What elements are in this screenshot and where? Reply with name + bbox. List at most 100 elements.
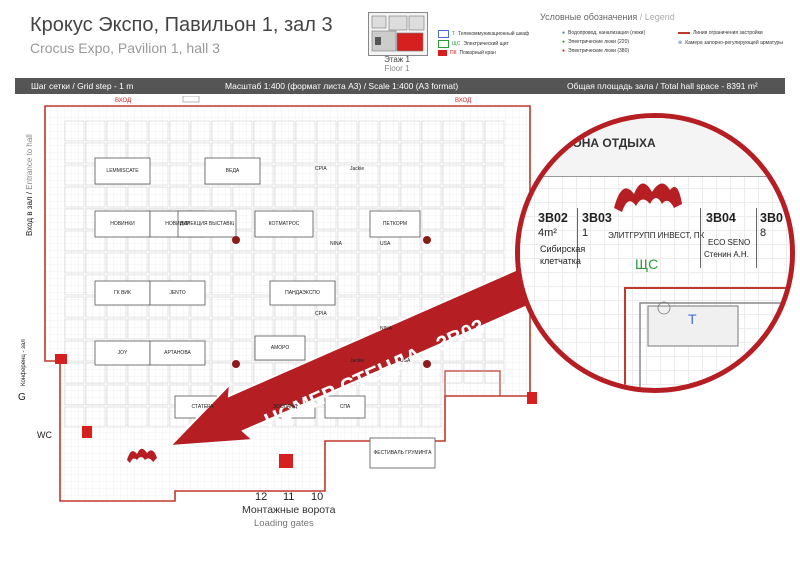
stand-cell xyxy=(442,186,463,208)
stand-cell xyxy=(169,252,190,274)
stand-cell xyxy=(64,164,85,186)
stand-cell xyxy=(358,120,379,142)
gate-number: 11 xyxy=(283,491,295,503)
stand-cell xyxy=(190,120,211,142)
stand-cell xyxy=(106,186,127,208)
stand-cell xyxy=(358,252,379,274)
fire-hydrant-marker xyxy=(55,354,67,364)
stand-cell xyxy=(64,186,85,208)
company-logo-small xyxy=(127,448,157,463)
fire-hydrant-marker xyxy=(279,454,293,468)
stand-cell xyxy=(421,230,442,252)
stand-cell xyxy=(148,142,169,164)
page-subtitle: Crocus Expo, Pavilion 1, hall 3 xyxy=(30,40,220,56)
stand-cell xyxy=(64,318,85,340)
electric-panel-symbol: ЩС xyxy=(635,256,659,272)
stand-cell xyxy=(400,164,421,186)
stand-cell xyxy=(253,186,274,208)
stand-cell xyxy=(379,120,400,142)
water-hatch-icon: ● xyxy=(562,30,566,36)
rest-area-label: ЗОНА ОТДЫХА xyxy=(565,136,656,150)
stand-cell xyxy=(358,164,379,186)
stand-cell xyxy=(316,142,337,164)
stand-cell xyxy=(127,384,148,406)
stand-cell xyxy=(484,340,505,362)
stand-code: 3В0 xyxy=(760,211,783,225)
stand-cell xyxy=(463,208,484,230)
stand-cell xyxy=(232,274,253,296)
stand-block xyxy=(204,157,261,185)
floor-thumbnail xyxy=(368,12,428,56)
stand-cell xyxy=(295,252,316,274)
floor-plan: ВХОД ВХОД Вход в зал / Entrance to hall … xyxy=(15,95,785,521)
stand-cell xyxy=(190,186,211,208)
stand-cell xyxy=(106,120,127,142)
highlighted-hall xyxy=(396,32,424,52)
stand-cell xyxy=(127,252,148,274)
stand-cell xyxy=(169,186,190,208)
stand-cell xyxy=(169,164,190,186)
stand-cell xyxy=(379,142,400,164)
stand-cell xyxy=(253,252,274,274)
stand-cell xyxy=(484,142,505,164)
stand-cell xyxy=(337,142,358,164)
stand-cell xyxy=(64,274,85,296)
stand-cell xyxy=(253,120,274,142)
stand-cell xyxy=(64,208,85,230)
stand-cell xyxy=(148,384,169,406)
stand-block xyxy=(324,395,366,419)
stand-block xyxy=(94,157,151,185)
side-entrance-label: Вход в зал / Entrance to hall xyxy=(25,134,34,236)
stand-cell xyxy=(442,362,463,384)
stand-cell xyxy=(211,296,232,318)
entrance-label: ВХОД xyxy=(115,98,132,104)
stand-cell xyxy=(463,120,484,142)
stand-cell xyxy=(421,120,442,142)
stand-block xyxy=(177,210,237,238)
legend-item: ● Водопровод, канализация (люки) xyxy=(562,30,646,36)
stand-cell xyxy=(232,318,253,340)
stand-cell xyxy=(463,164,484,186)
stand-cell xyxy=(64,142,85,164)
stand-cell xyxy=(484,164,505,186)
stand-cell xyxy=(148,120,169,142)
floor-plan-drawing xyxy=(44,95,541,502)
stand-cell xyxy=(442,230,463,252)
fire-hydrant-marker xyxy=(82,426,92,438)
stand-code: 3В04 xyxy=(706,211,736,225)
stand-cell xyxy=(211,362,232,384)
stand-cell xyxy=(379,186,400,208)
stand-cell xyxy=(274,120,295,142)
stand-cell xyxy=(400,384,421,406)
company-name: ЭЛИТГРУПП ИНВЕСТ, ПК xyxy=(608,231,705,240)
stand-cell xyxy=(64,296,85,318)
stand-cell xyxy=(190,252,211,274)
stand-cell xyxy=(148,252,169,274)
stand-cell xyxy=(190,318,211,340)
stand-cell xyxy=(127,120,148,142)
gate-number: 12 xyxy=(255,491,268,503)
stand-cell xyxy=(211,340,232,362)
stand-cell xyxy=(442,340,463,362)
stand-cell xyxy=(211,274,232,296)
stand-cell xyxy=(232,252,253,274)
electric-380-icon: ● xyxy=(562,48,566,54)
stand-cell xyxy=(358,296,379,318)
stand-cell xyxy=(64,362,85,384)
stand-cell xyxy=(85,406,106,428)
entrance-label: ВХОД xyxy=(455,98,472,104)
stand-cell xyxy=(232,362,253,384)
stand-block xyxy=(94,280,151,306)
stand-cell xyxy=(232,120,253,142)
legend-item: ● Электрические люки (220) xyxy=(562,39,630,45)
electric-220-icon: ● xyxy=(562,39,566,45)
company-logo-large xyxy=(614,183,682,212)
fire-hydrant-icon xyxy=(438,50,447,56)
scale-info: Масштаб 1:400 (формат листа А3) / Scale … xyxy=(225,81,459,91)
stand-cell xyxy=(64,340,85,362)
stand-cell xyxy=(274,142,295,164)
stand-cell xyxy=(64,252,85,274)
conference-label: Конференц - зал xyxy=(21,339,27,386)
loading-gates-label-en: Loading gates xyxy=(254,518,314,529)
stand-cell xyxy=(400,186,421,208)
